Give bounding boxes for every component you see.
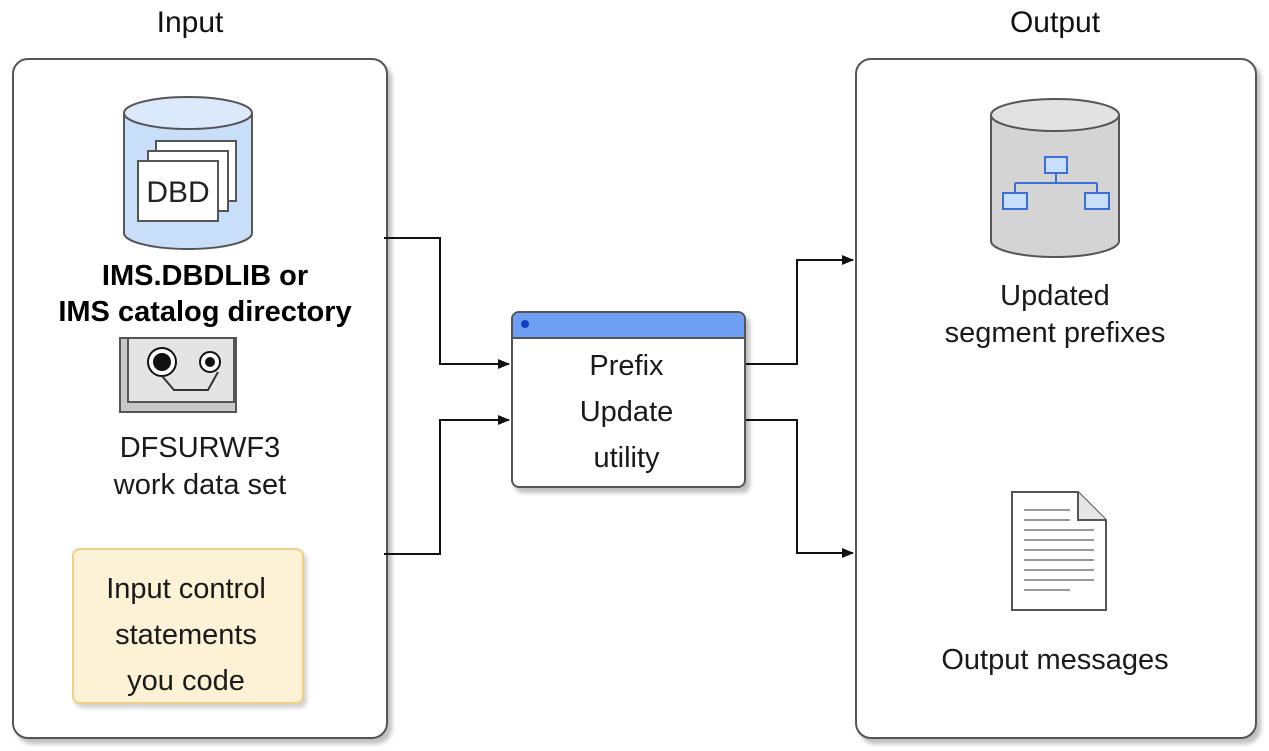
title-bar-dot (521, 320, 529, 328)
document-icon (1011, 491, 1107, 611)
segments-line-1: Updated (1000, 280, 1110, 312)
segments-line-2: segment prefixes (944, 317, 1166, 349)
connector-library-to-utility (384, 237, 510, 369)
utility-line-2: Update (579, 396, 674, 428)
dbd-label: DBD (146, 176, 210, 209)
updated-database-icon (990, 98, 1120, 258)
utility-line-1: Prefix (589, 350, 664, 382)
library-line-2: IMS catalog directory (58, 296, 352, 328)
control-line-2: statements (115, 619, 257, 651)
workfile-name: DFSURWF3 work data set (40, 430, 360, 504)
control-line-3: you code (127, 665, 245, 697)
control-statements-text: Input control statements you code (72, 566, 300, 704)
control-statements-note (72, 548, 304, 704)
connector-utility-to-messages (744, 419, 854, 558)
workfile-line-2: work data set (113, 469, 287, 501)
output-heading: Output (1009, 6, 1101, 39)
dbd-database-icon (123, 96, 253, 250)
connector-control-to-utility (384, 415, 510, 555)
utility-label: Prefix Update utility (511, 343, 742, 481)
library-name: IMS.DBDLIB or IMS catalog directory (40, 258, 370, 330)
utility-line-3: utility (593, 442, 660, 474)
library-line-1: IMS.DBDLIB or (101, 260, 309, 292)
output-messages-label: Output messages (941, 644, 1169, 676)
workfile-line-1: DFSURWF3 (119, 432, 281, 464)
control-line-1: Input control (106, 573, 266, 605)
connector-utility-to-segments (744, 255, 854, 365)
input-heading: Input (156, 6, 224, 39)
updated-segments-label: Updated segment prefixes (880, 278, 1230, 352)
utility-title-bar (513, 313, 744, 339)
tape-icon (119, 337, 237, 413)
prefix-update-utility-box (511, 311, 746, 488)
